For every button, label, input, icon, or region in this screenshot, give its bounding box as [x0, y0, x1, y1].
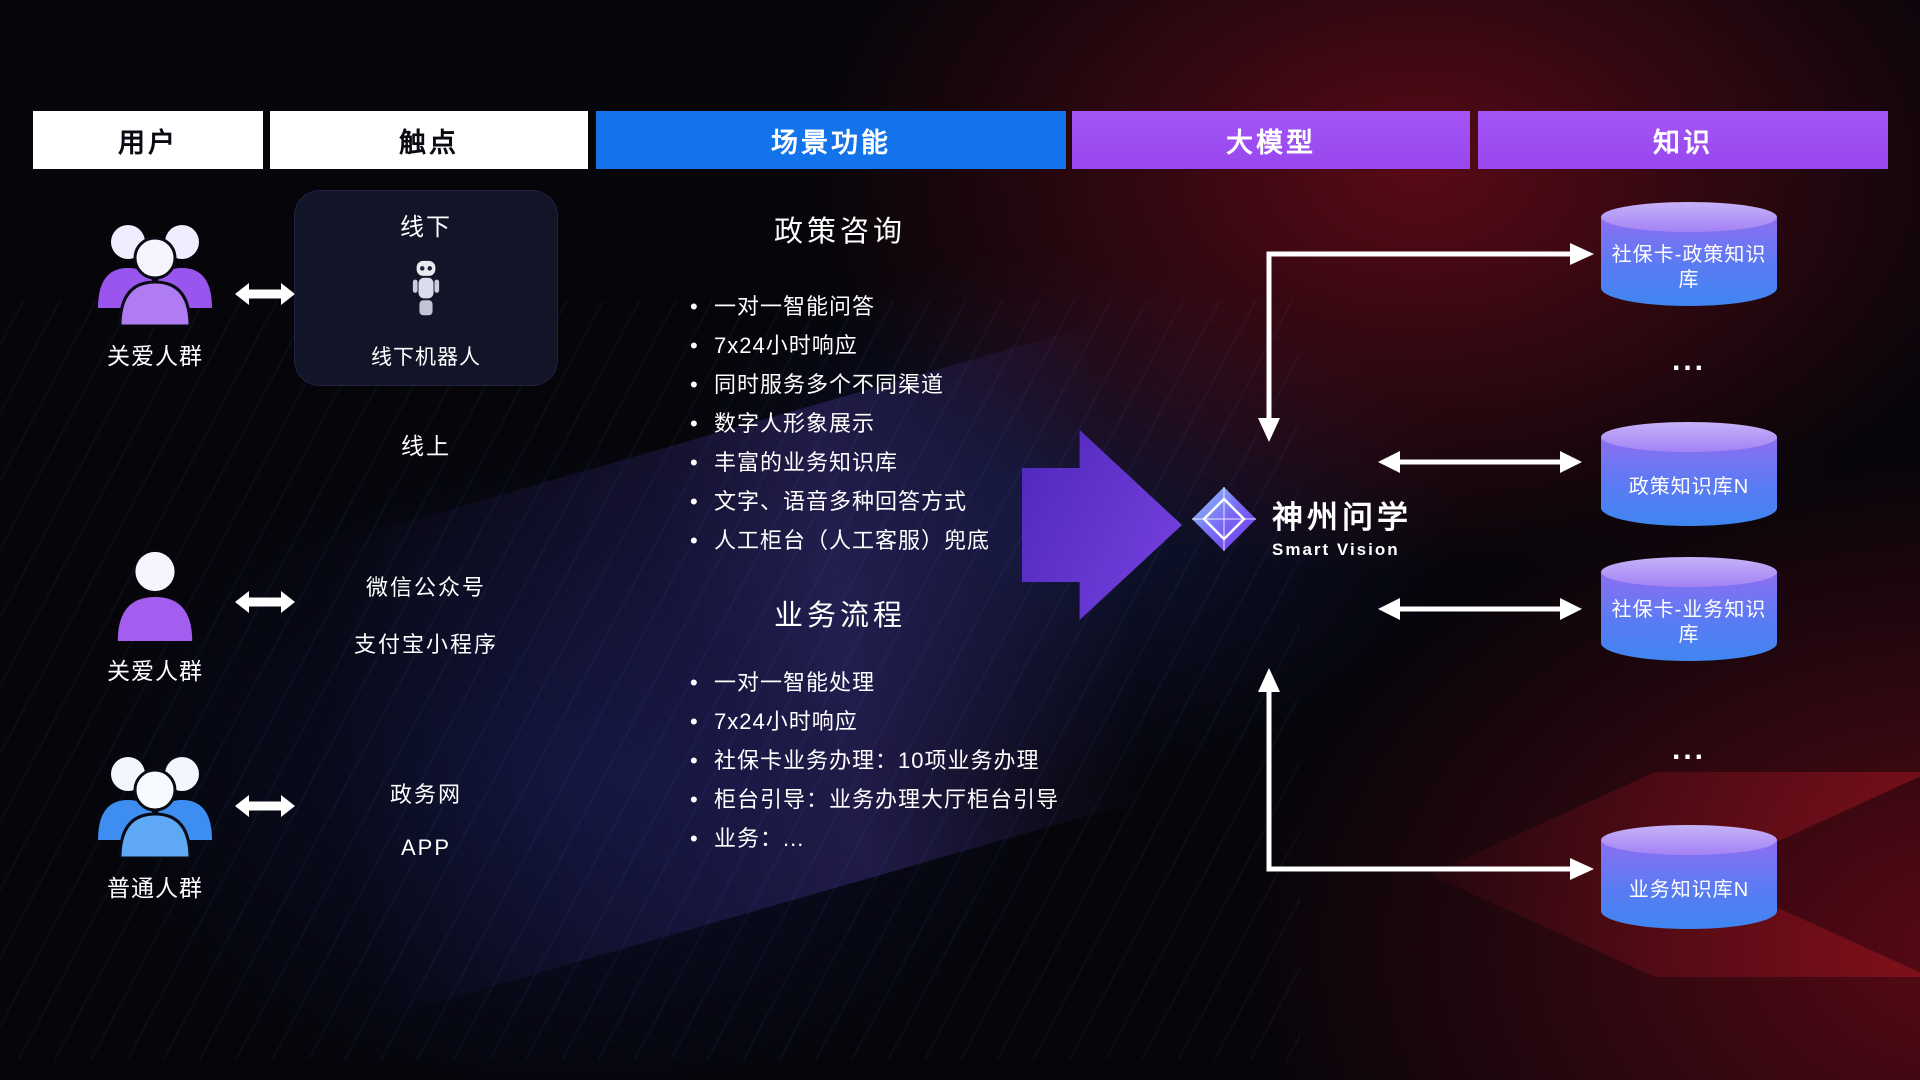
ellipsis-text: ... — [1671, 344, 1706, 377]
list-item: 业务：... — [688, 819, 1128, 858]
list-item: 数字人形象展示 — [688, 404, 1128, 443]
person-purple-icon — [106, 548, 204, 646]
channel-gov-web: 政务网 — [389, 782, 462, 807]
people-group-blue-icon — [90, 748, 220, 863]
database-policy-social-card: 社保卡-政策知识库 — [1601, 202, 1777, 306]
header-knowledge: 知识 — [1478, 111, 1888, 169]
robot-icon — [407, 259, 445, 324]
user-group-care-1: 关爱人群 — [60, 216, 250, 371]
model-name: 神州问学 — [1272, 500, 1412, 535]
user-group-label: 普通人群 — [107, 875, 203, 901]
list-item: 文字、语音多种回答方式 — [688, 482, 1128, 521]
model-name-block: 神州问学 Smart Vision — [1272, 492, 1412, 560]
model-subtitle: Smart Vision — [1272, 540, 1400, 559]
user-group-label: 关爱人群 — [107, 658, 203, 684]
exchange-arrow-icon — [233, 281, 297, 309]
scenario-title-business: 业务流程 — [773, 600, 906, 632]
database-icon — [1601, 422, 1777, 452]
offline-touchpoint-card: 线下 线下机器人 — [294, 190, 558, 386]
channel-app: APP — [400, 835, 452, 860]
exchange-arrow-icon — [233, 589, 297, 617]
database-label: 社保卡-政策知识库 — [1611, 243, 1767, 291]
smart-vision-logo-icon — [1190, 485, 1258, 553]
list-item: 7x24小时响应 — [688, 326, 1128, 365]
user-group-care-2: 关爱人群 — [60, 548, 250, 686]
user-group-label: 关爱人群 — [107, 343, 203, 369]
channel-wechat: 微信公众号 — [365, 575, 486, 600]
header-users: 用户 — [33, 111, 263, 169]
exchange-arrow-icon — [233, 793, 297, 821]
people-group-purple-icon — [90, 216, 220, 331]
list-item: 同时服务多个不同渠道 — [688, 365, 1128, 404]
offline-robot-label: 线下机器人 — [371, 346, 481, 369]
database-policy-n: 政策知识库N — [1601, 422, 1777, 526]
database-icon — [1601, 825, 1777, 855]
business-feature-list: 一对一智能处理 7x24小时响应 社保卡业务办理：10项业务办理 柜台引导：业务… — [688, 663, 1128, 858]
header-large-model: 大模型 — [1072, 111, 1470, 169]
database-label: 业务知识库N — [1628, 879, 1750, 901]
list-item: 一对一智能问答 — [688, 287, 1128, 326]
list-item: 柜台引导：业务办理大厅柜台引导 — [688, 780, 1128, 819]
scenario-title-policy: 政策咨询 — [773, 216, 906, 248]
header-touchpoints: 触点 — [270, 111, 588, 169]
header-scenario-functions: 场景功能 — [596, 111, 1066, 169]
database-business-social-card: 社保卡-业务知识库 — [1601, 557, 1777, 661]
offline-title: 线下 — [400, 214, 452, 241]
database-icon — [1601, 557, 1777, 587]
database-label: 社保卡-业务知识库 — [1611, 598, 1767, 646]
policy-feature-list: 一对一智能问答 7x24小时响应 同时服务多个不同渠道 数字人形象展示 丰富的业… — [688, 287, 1128, 560]
list-item: 一对一智能处理 — [688, 663, 1128, 702]
database-business-n: 业务知识库N — [1601, 825, 1777, 929]
list-item: 人工柜台（人工客服）兜底 — [688, 521, 1128, 560]
list-item: 丰富的业务知识库 — [688, 443, 1128, 482]
ellipsis-text: ... — [1671, 733, 1706, 766]
database-icon — [1601, 202, 1777, 232]
online-title: 线上 — [401, 433, 451, 459]
list-item: 7x24小时响应 — [688, 702, 1128, 741]
database-label: 政策知识库N — [1628, 476, 1750, 498]
list-item: 社保卡业务办理：10项业务办理 — [688, 741, 1128, 780]
user-group-general: 普通人群 — [60, 748, 250, 903]
channel-alipay: 支付宝小程序 — [353, 632, 498, 657]
